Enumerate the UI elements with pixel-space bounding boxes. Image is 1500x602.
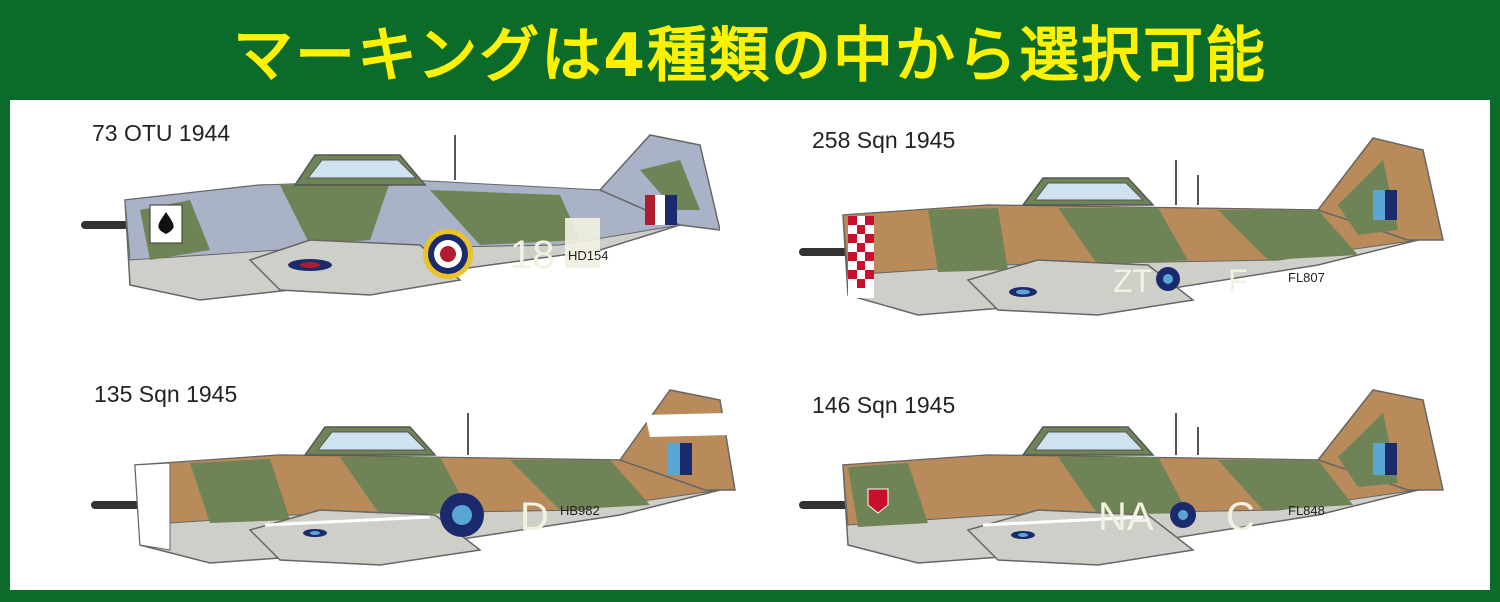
aircraft-code-right-146-sqn: C (1226, 495, 1255, 539)
marking-label-135-sqn: 135 Sqn 1945 (94, 381, 238, 407)
aircraft-serial-258-sqn: FL807 (1288, 270, 1325, 285)
aircraft-serial-146-sqn: FL848 (1288, 503, 1325, 518)
aircraft-code-left-146-sqn: NA (1098, 495, 1154, 539)
aircraft-profile-73-otu: 18 HD154 (81, 134, 720, 301)
aircraft-code-135-sqn: D (520, 495, 549, 539)
aircraft-code-right-258-sqn: F (1228, 263, 1248, 299)
aircraft-profile-146-sqn: NA C FL848 (799, 389, 1444, 566)
banner-title: マーキングは4種類の中から選択可能 (233, 20, 1267, 91)
aircraft-serial-73-otu: HD154 (568, 248, 608, 263)
marking-label-73-otu: 73 OTU 1944 (92, 120, 231, 146)
marking-label-258-sqn: 258 Sqn 1945 (812, 127, 956, 153)
aircraft-profile-258-sqn: ZT F FL807 (799, 137, 1444, 316)
markings-panel: 73 OTU 1944 (10, 100, 1490, 590)
aircraft-serial-135-sqn: HB982 (560, 503, 600, 518)
aircraft-profile-135-sqn: D HB982 (91, 389, 736, 566)
marking-label-146-sqn: 146 Sqn 1945 (812, 392, 956, 418)
aircraft-code-left-258-sqn: ZT (1113, 263, 1152, 299)
aircraft-code-73-otu: 18 (510, 233, 555, 277)
